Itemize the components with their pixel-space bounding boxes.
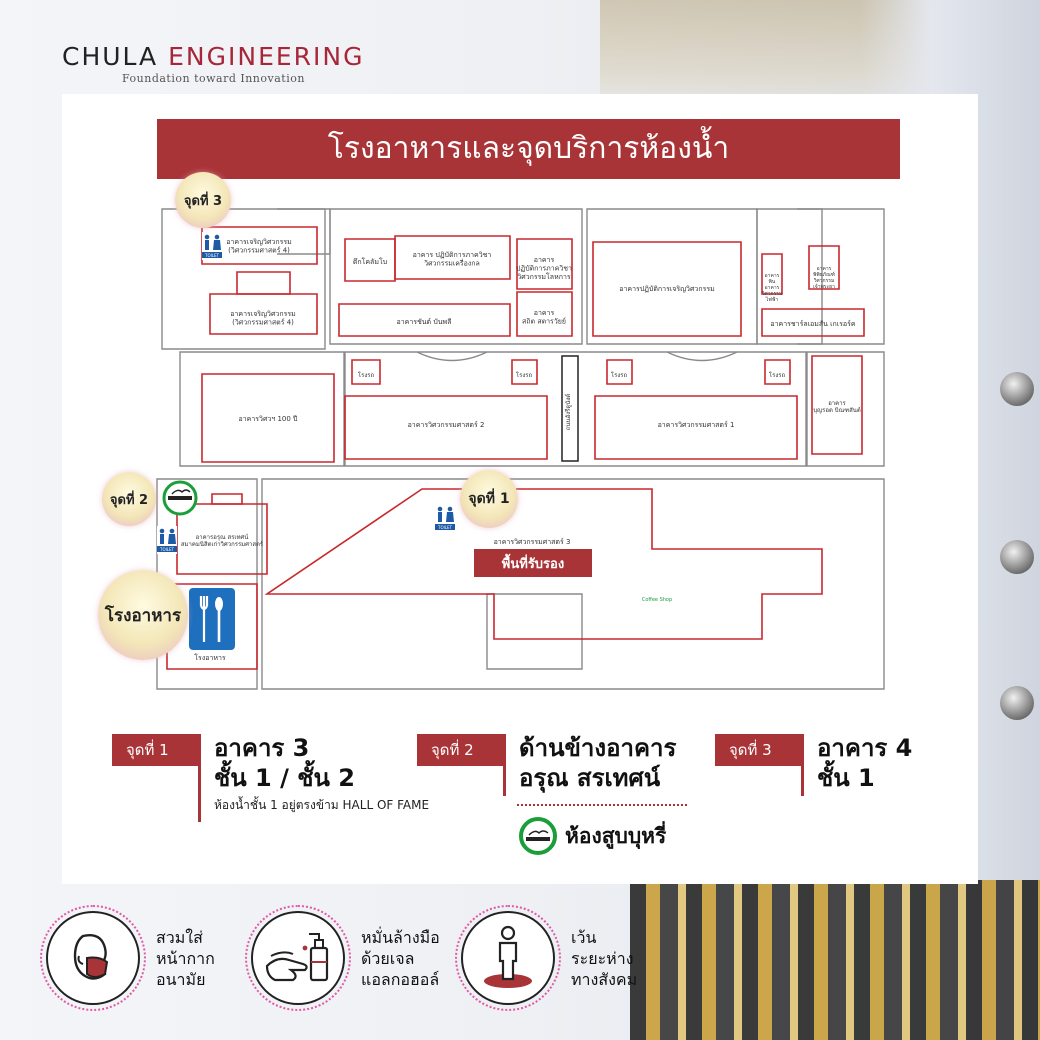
label-sarn: อาคารสถิต สตารวัยย์ xyxy=(522,309,566,325)
smoking-room-legend-icon xyxy=(519,817,557,855)
legend-tag-point-2: จุดที่ 2 xyxy=(417,734,503,766)
logo-brand-right: ENGINEERING xyxy=(168,42,365,71)
uniform-button-decoration xyxy=(1000,372,1034,406)
building-sarn xyxy=(516,291,573,337)
label-charosh: อาคารชาร์ลเอมสัน เกเรอร์ค xyxy=(770,320,855,328)
building-small-b xyxy=(808,245,840,290)
label-eng3: อาคารวิศวกรรมศาสตร์ 3 xyxy=(494,538,571,546)
safety-mask: สวมใส่ หน้ากาก อนามัย xyxy=(40,905,215,1011)
label-kot: ตึกโคลัมโบ xyxy=(353,257,387,266)
uniform-button-decoration xyxy=(1000,540,1034,574)
social-distance-icon xyxy=(484,925,532,988)
toilet-label: TOILET xyxy=(159,547,175,552)
map-frame-eng-3 xyxy=(261,478,885,690)
building-metal-lab xyxy=(516,238,573,290)
toilet-label: TOILET xyxy=(204,253,220,258)
building-small-a xyxy=(761,253,783,295)
building-eng2 xyxy=(344,395,548,460)
legend-point-2-line-1: ด้านข้างอาคาร xyxy=(519,734,677,762)
label-garage-4: โรงรถ xyxy=(769,371,786,379)
toilet-icon-point-3: TOILET xyxy=(202,232,222,260)
pin-point-1: จุดที่ 1 xyxy=(460,470,518,528)
campus-map: อาคารเจริญวิศวกรรม(วิศวกรรมศาสตร์ 4) อาค… xyxy=(156,208,885,690)
pin-point-3: จุดที่ 3 xyxy=(175,172,231,228)
legend-point-2-line-2: อรุณ สรเทศน์ xyxy=(519,764,661,792)
garage-2 xyxy=(511,359,538,385)
background-stripes-decoration xyxy=(630,880,1040,1040)
corridor-road xyxy=(561,355,579,462)
smoking-room-icon xyxy=(162,480,198,516)
logo-brand-left: CHULA xyxy=(62,42,159,71)
legend-divider xyxy=(198,734,201,822)
legend-point-3-line-2: ชั้น 1 xyxy=(817,764,875,792)
toilet-icon-point-2: TOILET xyxy=(157,526,177,554)
legend-tag-point-1: จุดที่ 1 xyxy=(112,734,198,766)
legend-smoking-room-label: ห้องสูบบุหรี่ xyxy=(565,824,667,848)
label-boonrod: อาคารบุญรอด บิณฑสันต์ xyxy=(813,400,861,414)
label-metal-lab: อาคารปฏิบัติการภาควิชาวิศวกรรมโลหการ xyxy=(516,256,572,281)
garage-1 xyxy=(351,359,381,385)
building-boonrod xyxy=(811,355,863,455)
label-charoen-2: อาคารเจริญวิศวกรรม(วิศวกรรมศาสตร์ 4) xyxy=(230,310,295,326)
building-centennial xyxy=(201,373,335,463)
building-charosh xyxy=(761,308,865,337)
building-charoen-lab xyxy=(592,241,742,337)
safety-distance: เว้น ระยะห่าง ทางสังคม xyxy=(455,905,637,1011)
label-garage-1: โรงรถ xyxy=(358,371,375,379)
label-arun: อาคารอรุณ สรเทศน์สมาคมนิสิตเก่าวิศวกรรมศ… xyxy=(181,533,264,548)
safety-sanitizer-label: หมั่นล้างมือ ด้วยเจล แอลกอฮอล์ xyxy=(361,927,440,989)
fork-spoon-icon xyxy=(189,588,235,650)
map-frame-boonrod xyxy=(806,351,885,467)
legend-point-1-line-1: อาคาร 3 xyxy=(214,734,310,762)
uniform-button-decoration xyxy=(1000,686,1034,720)
pin-point-2: จุดที่ 2 xyxy=(102,472,156,526)
label-mech-lab: อาคาร ปฏิบัติการภาควิชาวิศวกรรมเครื่องกล xyxy=(413,251,492,267)
legend-point-3-line-1: อาคาร 4 xyxy=(817,734,913,762)
toilet-label: TOILET xyxy=(437,525,453,530)
legend-point-1-note: ห้องน้ำชั้น 1 อยู่ตรงข้าม HALL OF FAME xyxy=(214,798,430,812)
label-garage-2: โรงรถ xyxy=(516,371,533,379)
building-kot xyxy=(344,238,396,282)
toilet-icon-point-1: TOILET xyxy=(435,504,455,532)
pin-canteen: โรงอาหาร xyxy=(98,570,188,660)
label-eng1: อาคารวิศวกรรมศาสตร์ 1 xyxy=(658,421,735,429)
safety-distance-label: เว้น ระยะห่าง ทางสังคม xyxy=(571,927,638,989)
map-frame-building-4 xyxy=(161,208,326,350)
garage-3 xyxy=(606,359,633,385)
face-mask-icon xyxy=(73,934,109,980)
legend-dotted-divider xyxy=(517,804,687,806)
legend-tag-point-3: จุดที่ 3 xyxy=(715,734,801,766)
label-reception: พื้นที่รับรอง xyxy=(502,553,564,572)
garage-4 xyxy=(764,359,791,385)
label-garage-3: โรงรถ xyxy=(611,371,628,379)
building-eng3 xyxy=(264,488,823,640)
safety-sanitizer: หมั่นล้างมือ ด้วยเจล แอลกอฮอล์ xyxy=(245,905,440,1011)
legend-divider xyxy=(801,734,804,796)
label-charoen-lab: อาคารปฏิบัติการเจริญวิศวกรรม xyxy=(619,285,714,293)
label-centennial: อาคารวิศวฯ 100 ปี xyxy=(239,415,299,423)
legend-point-1-line-2: ชั้น 1 / ชั้น 2 xyxy=(214,764,355,792)
label-charoen-1: อาคารเจริญวิศวกรรม(วิศวกรรมศาสตร์ 4) xyxy=(226,238,291,254)
map-frame-top-middle xyxy=(329,208,583,345)
label-eng2: อาคารวิศวกรรมศาสตร์ 2 xyxy=(408,421,485,429)
label-coffee-shop: Coffee Shop xyxy=(642,597,672,603)
building-eng1 xyxy=(594,395,798,460)
label-canteen-building: โรงอาหาร xyxy=(194,653,226,662)
label-small-a: อาคารพินอาคารวิศวกรรมไฟฟ้า xyxy=(762,273,783,303)
building-mech-lab xyxy=(394,235,511,280)
reception-area xyxy=(474,549,592,577)
label-chan: อาคารชันต์ บันพลี xyxy=(397,318,452,326)
label-corridor: ถนนอังรีดูนังต์ xyxy=(564,394,572,431)
map-frame-centennial xyxy=(179,351,345,467)
map-title: โรงอาหารและจุดบริการห้องน้ำ xyxy=(157,119,900,179)
building-chan xyxy=(338,303,511,337)
hand-sanitizer-icon xyxy=(265,933,329,982)
label-small-b: อาคารพิพิธภัณฑ์วิศวกรรมเจ้าพระยา xyxy=(813,266,835,290)
logo-tagline: Foundation toward Innovation xyxy=(122,72,305,85)
map-frame-top-right xyxy=(586,208,758,345)
chula-engineering-logo: CHULA ENGINEERING Foundation toward Inno… xyxy=(62,42,364,85)
legend-divider xyxy=(503,734,506,796)
map-card: อาคารเจริญวิศวกรรม(วิศวกรรมศาสตร์ 4) อาค… xyxy=(62,94,978,884)
safety-mask-label: สวมใส่ หน้ากาก อนามัย xyxy=(156,927,215,989)
